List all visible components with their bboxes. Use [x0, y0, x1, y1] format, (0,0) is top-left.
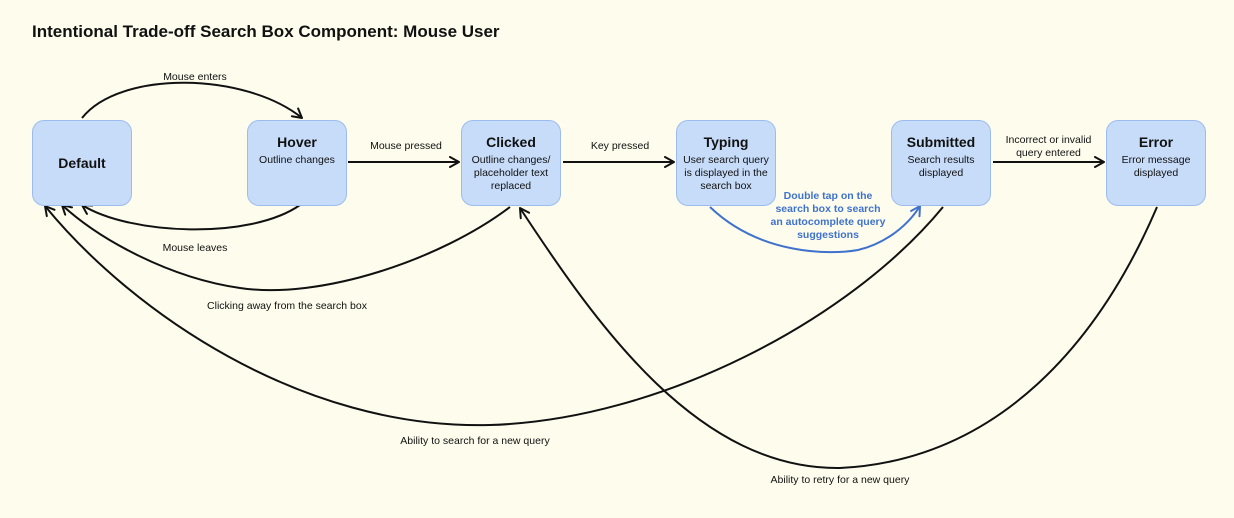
- edge-new-query: [44, 205, 944, 427]
- label-incorrect-query: Incorrect or invalid query entered: [1005, 134, 1092, 159]
- label-mouse-pressed: Mouse pressed: [370, 140, 442, 152]
- state-hover-title: Hover: [277, 134, 317, 150]
- edge-mouse-enters: [81, 81, 303, 119]
- state-submitted: Submitted Search results displayed: [891, 120, 991, 206]
- label-mouse-enters: Mouse enters: [163, 71, 227, 83]
- state-submitted-title: Submitted: [906, 134, 976, 150]
- state-clicked: Clicked Outline changes/ placeholder tex…: [461, 120, 561, 206]
- state-error-desc: Error message displayed: [1121, 154, 1191, 179]
- edge-double-tap: [709, 205, 921, 254]
- edge-mouse-leaves: [81, 204, 301, 231]
- state-typing-title: Typing: [703, 134, 749, 150]
- state-hover: Hover Outline changes: [247, 120, 347, 206]
- label-clicking-away: Clicking away from the search box: [207, 300, 367, 312]
- state-error: Error Error message displayed: [1106, 120, 1206, 206]
- diagram-title: Intentional Trade-off Search Box Compone…: [32, 22, 500, 41]
- state-typing: Typing User search query is displayed in…: [676, 120, 776, 206]
- label-key-pressed: Key pressed: [590, 140, 650, 152]
- state-hover-desc: Outline changes: [259, 154, 335, 166]
- state-error-title: Error: [1138, 134, 1174, 150]
- state-default: Default: [32, 120, 132, 206]
- state-clicked-desc: Outline changes/ placeholder text replac…: [471, 154, 551, 192]
- label-double-tap: Double tap on the search box to search a…: [770, 190, 886, 241]
- state-clicked-title: Clicked: [486, 134, 536, 150]
- label-new-query: Ability to search for a new query: [400, 435, 550, 447]
- label-retry: Ability to retry for a new query: [770, 474, 910, 486]
- state-default-title: Default: [58, 155, 106, 171]
- edge-retry: [519, 206, 1158, 470]
- state-typing-desc: User search query is displayed in the se…: [683, 154, 769, 192]
- label-mouse-leaves: Mouse leaves: [162, 242, 228, 254]
- edge-clicking-away: [61, 204, 511, 292]
- state-submitted-desc: Search results displayed: [907, 154, 975, 179]
